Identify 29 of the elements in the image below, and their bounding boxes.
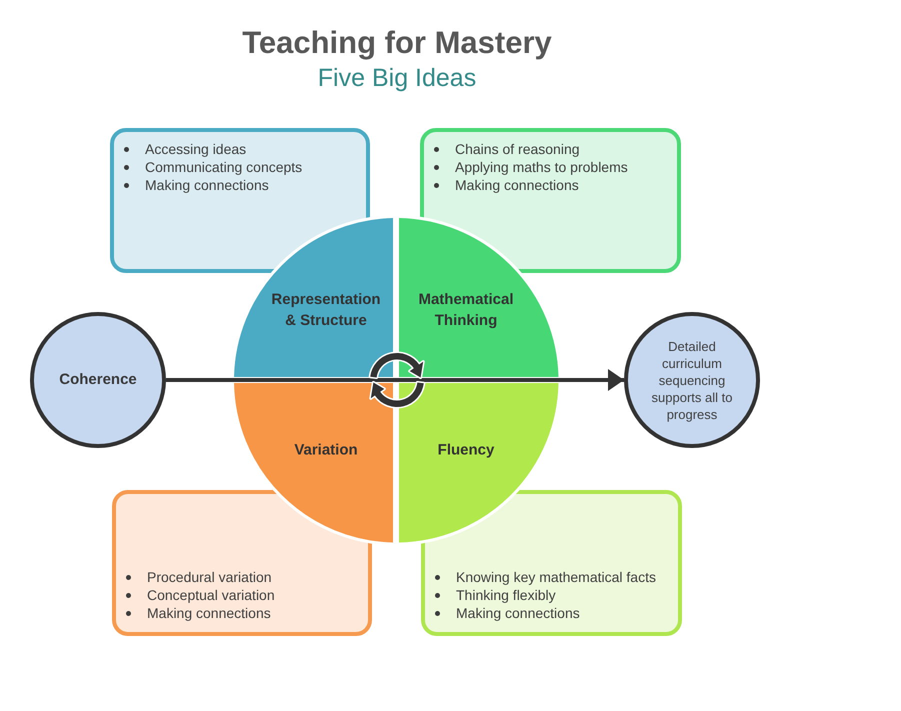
list-item: Making connections bbox=[145, 176, 269, 194]
list-item: Thinking flexibly bbox=[456, 586, 556, 604]
quadrant-segment bbox=[399, 214, 562, 377]
segment-label: Fluency bbox=[438, 440, 494, 460]
list-item: Accessing ideas bbox=[145, 140, 246, 158]
list-item: Making connections bbox=[455, 176, 579, 194]
segment-label: Variation bbox=[294, 440, 358, 460]
arrow bbox=[166, 369, 624, 391]
list-item: Chains of reasoning bbox=[455, 140, 580, 158]
quadrant-segment bbox=[230, 214, 393, 377]
list-item: Applying maths to problems bbox=[455, 158, 628, 176]
node-label: Detailed curriculum sequencing supports all to progress bbox=[650, 338, 734, 422]
list-item: Making connections bbox=[456, 604, 580, 622]
info-box bbox=[112, 490, 372, 636]
quadrant-segment bbox=[230, 383, 393, 546]
title: Teaching for Mastery bbox=[242, 24, 552, 62]
subtitle: Five Big Ideas bbox=[318, 63, 476, 94]
node-label: Coherence bbox=[59, 370, 137, 390]
list-item: Procedural variation bbox=[147, 568, 272, 586]
list-item: Communicating concepts bbox=[145, 158, 302, 176]
list-item: Conceptual variation bbox=[147, 586, 275, 604]
segment-label: Mathematical Thinking bbox=[417, 290, 515, 331]
list-item: Making connections bbox=[147, 604, 271, 622]
info-box bbox=[421, 490, 682, 636]
info-box bbox=[110, 128, 370, 273]
list-item: Knowing key mathematical facts bbox=[456, 568, 656, 586]
info-box bbox=[420, 128, 681, 273]
segment-label: Representation & Structure bbox=[270, 290, 382, 331]
quadrant-segment bbox=[399, 383, 562, 546]
